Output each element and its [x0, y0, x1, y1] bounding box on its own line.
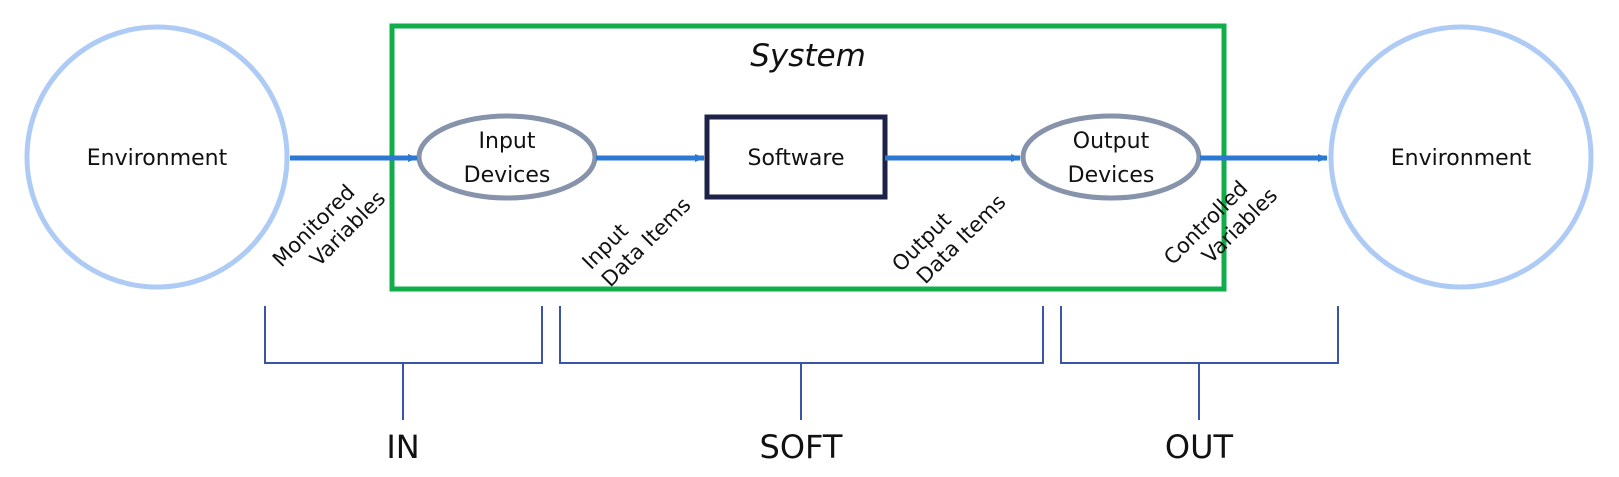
- soft-bracket: [559, 306, 1044, 420]
- output-data-items-label: Output Data Items: [887, 190, 1010, 289]
- soft-group-label: SOFT: [760, 428, 843, 466]
- in-group-label: IN: [386, 428, 419, 466]
- out-group-label: OUT: [1165, 428, 1234, 466]
- input-devices-label-line2: Devices: [464, 163, 551, 188]
- software-node: [704, 114, 888, 200]
- output-devices-node: [1020, 113, 1202, 201]
- in-bracket: [264, 306, 543, 420]
- input-data-items-label: Input Data Items: [577, 193, 695, 292]
- environment-left-node: [24, 24, 290, 290]
- monitored-variables-label: Monitored Variables: [268, 180, 390, 272]
- out-bracket: [1060, 306, 1339, 420]
- environment-left-label: Environment: [87, 146, 228, 171]
- input-devices-node: [416, 113, 598, 201]
- system-title: System: [750, 38, 866, 74]
- output-devices-label-line2: Devices: [1068, 163, 1155, 188]
- software-label: Software: [748, 146, 845, 171]
- environment-right-node: [1328, 24, 1594, 290]
- input-devices-label-line1: Input: [479, 129, 536, 154]
- environment-right-label: Environment: [1391, 146, 1532, 171]
- output-devices-label-line1: Output: [1073, 129, 1150, 154]
